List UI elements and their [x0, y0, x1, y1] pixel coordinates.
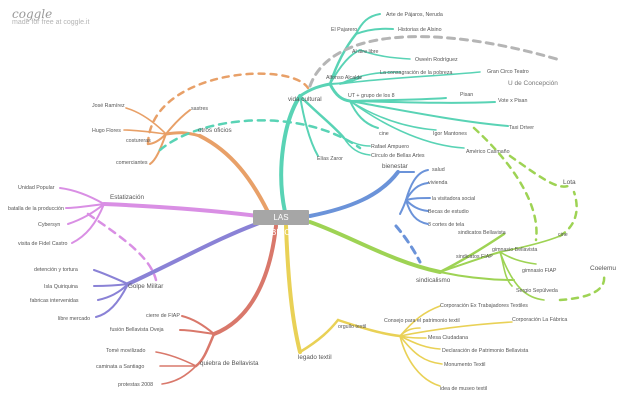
node-al-aire-libre[interactable]: Al aire libre — [352, 49, 379, 55]
node-quiebra[interactable]: quiebra de Bellavista — [200, 360, 259, 367]
node-protestas[interactable]: protestas 2008 — [118, 382, 153, 388]
node-caminata[interactable]: caminata a Santiago — [96, 364, 144, 370]
node-sastres[interactable]: sastres — [191, 106, 208, 112]
node-fabricas-intervenidas[interactable]: fabricas intervenidas — [30, 298, 79, 304]
node-libre-mercado[interactable]: libre mercado — [58, 316, 90, 322]
node-cine[interactable]: cine — [379, 131, 389, 137]
node-visita-fidel[interactable]: visita de Fidel Castro — [18, 241, 68, 247]
node-cortes-tela[interactable]: 3 cortes de tela — [428, 222, 464, 228]
node-americo[interactable]: Américo Casmaño — [466, 149, 510, 155]
node-gimnasio-fiap[interactable]: gimnasio FIAP — [522, 268, 557, 274]
node-bienestar[interactable]: bienestar — [382, 163, 408, 170]
node-batalla-produccion[interactable]: batalla de la producción — [8, 206, 64, 212]
node-isla-quiriquina[interactable]: Isla Quiriquina — [44, 284, 78, 290]
node-cybersyn[interactable]: Cybersyn — [38, 222, 60, 228]
node-vote-pisan[interactable]: Vote x Pisan — [498, 98, 527, 104]
node-cine-sindical[interactable]: cine — [558, 232, 568, 238]
node-arte-pajaros[interactable]: Arte de Pájaros, Neruda — [386, 12, 443, 18]
node-oveja-rodriguez[interactable]: Oweén Rodríguez — [415, 57, 458, 63]
node-idea-museo[interactable]: idea de museo textil — [440, 386, 487, 392]
node-orgullo-textil[interactable]: orgullo textil — [338, 324, 366, 330]
node-detencion[interactable]: detención y tortura — [34, 267, 78, 273]
node-cierre-fiap[interactable]: cierre de FIAP — [146, 313, 180, 319]
node-legado-textil[interactable]: legado textil — [298, 354, 332, 361]
node-ut-grupo[interactable]: UT + grupo de los 8 — [348, 93, 395, 99]
node-monumento[interactable]: Monumento Textil — [444, 362, 485, 368]
node-sergio[interactable]: Sergio Sepúlveda — [516, 288, 558, 294]
node-fusion[interactable]: fusión Bellavista Oveja — [110, 327, 164, 333]
node-consagracion[interactable]: La consagración de la pobreza — [380, 70, 452, 76]
node-visitadora[interactable]: la visitadora social — [432, 196, 475, 202]
node-salud[interactable]: salud — [432, 167, 445, 173]
node-sindicatos-fiap[interactable]: sindicatos FIAP — [456, 254, 493, 260]
node-historias-alsino[interactable]: Historias de Alsino — [398, 27, 442, 33]
node-tome[interactable]: Tomé movilizado — [106, 348, 146, 354]
node-sindicalismo[interactable]: sindicalismo — [416, 277, 451, 284]
node-taxi-driver[interactable]: Taxi Driver — [509, 125, 534, 131]
node-circulo[interactable]: Círculo de Bellas Artes — [371, 153, 425, 159]
node-el-pajarero[interactable]: El Pajarero — [331, 27, 357, 33]
node-mesa-ciudadana[interactable]: Mesa Ciudadana — [428, 335, 468, 341]
coggle-tagline: made for free at coggle.it — [12, 19, 90, 26]
coggle-logo[interactable]: coggle — [12, 7, 53, 21]
node-estatizacion[interactable]: Estatización — [110, 194, 144, 201]
node-rafael[interactable]: Rafael Ampuero — [371, 144, 409, 150]
node-corporacion-ex[interactable]: Corporación Ex Trabajadores Textiles — [440, 303, 528, 309]
node-hugo-flores[interactable]: Hugo Flores — [92, 128, 121, 134]
node-gimnasio-bellavista[interactable]: gimnasio Bellavista — [492, 247, 537, 253]
node-lota[interactable]: Lota — [563, 179, 576, 186]
node-vida-cultural[interactable]: vida cultural — [288, 96, 322, 103]
node-gran-circo[interactable]: Gran Circo Teatro — [487, 69, 529, 75]
node-otros-oficios[interactable]: otros oficios — [198, 127, 232, 134]
node-comerciantes[interactable]: comerciantes — [116, 160, 148, 166]
node-unidad-popular[interactable]: Unidad Popular — [18, 185, 55, 191]
node-pisan[interactable]: Pisan — [460, 92, 473, 98]
node-sindicatos-bellavista[interactable]: sindicatos Bellavista — [458, 230, 506, 236]
node-vivienda[interactable]: vivienda — [428, 180, 447, 186]
node-declaracion[interactable]: Declaración de Patrimonio Bellavista — [442, 348, 528, 354]
node-costureras[interactable]: costureras — [126, 138, 151, 144]
node-corporacion-fabrica[interactable]: Corporación La Fábrica — [512, 317, 567, 323]
node-becas[interactable]: Becas de estudio — [428, 209, 469, 215]
node-u-concepcion[interactable]: U de Concepción — [508, 80, 558, 87]
node-igor[interactable]: Igor Mantones — [433, 131, 467, 137]
node-jose-ramirez[interactable]: José Ramírez — [92, 103, 125, 109]
node-coelemu[interactable]: Coelemu — [590, 265, 616, 272]
node-elias[interactable]: Elías Zaror — [317, 156, 343, 162]
root-node[interactable]: LAS FABRICAS — [253, 210, 309, 237]
node-golpe-militar[interactable]: Golpe Militar — [128, 283, 163, 290]
node-consejo[interactable]: Consejo para el patrimonio textil — [384, 318, 460, 324]
node-alfonso-alcalde[interactable]: Alfonso Alcalde — [326, 75, 362, 81]
